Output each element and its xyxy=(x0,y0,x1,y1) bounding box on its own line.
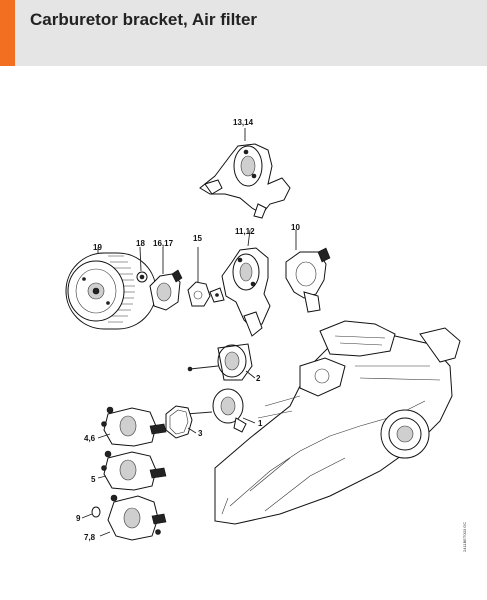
label-3: 3 xyxy=(198,429,203,438)
label-4-6: 4,6 xyxy=(84,434,96,443)
part-5-carburetor xyxy=(97,450,167,491)
part-9-seal xyxy=(81,506,101,519)
label-18: 18 xyxy=(136,239,145,248)
part-7-8-carburetor xyxy=(99,494,167,541)
chainsaw-body xyxy=(214,320,461,525)
part-11-12 xyxy=(221,229,271,337)
part-4-6-carburetor xyxy=(97,406,167,447)
label-15: 15 xyxy=(193,234,202,243)
part-18-nut xyxy=(136,246,148,283)
page-title: Carburetor bracket, Air filter xyxy=(30,10,258,29)
header-bar xyxy=(0,0,487,66)
label-7-8: 7,8 xyxy=(84,533,96,542)
label-16-17: 16,17 xyxy=(153,239,174,248)
label-2: 2 xyxy=(256,374,261,383)
part-10 xyxy=(285,230,331,313)
label-9: 9 xyxy=(76,514,81,523)
exploded-parts-diagram: 13,14 11,12 10 19 18 16,17 15 2 1 3 4,6 … xyxy=(65,118,461,542)
part-16-17 xyxy=(149,247,183,311)
part-1 xyxy=(183,388,256,433)
label-10: 10 xyxy=(291,223,300,232)
header-accent xyxy=(0,0,15,66)
part-19-air-filter xyxy=(65,247,157,330)
label-1: 1 xyxy=(258,419,263,428)
document-code: 2411BET003 GC xyxy=(462,521,467,552)
bracket-fastener xyxy=(209,287,225,303)
part-3-gasket xyxy=(165,405,197,439)
label-19: 19 xyxy=(93,243,102,252)
label-11-12: 11,12 xyxy=(235,227,255,236)
part-13-14 xyxy=(199,128,291,219)
part-2 xyxy=(187,343,256,381)
label-13-14: 13,14 xyxy=(233,118,254,127)
label-5: 5 xyxy=(91,475,96,484)
part-15 xyxy=(187,247,211,307)
